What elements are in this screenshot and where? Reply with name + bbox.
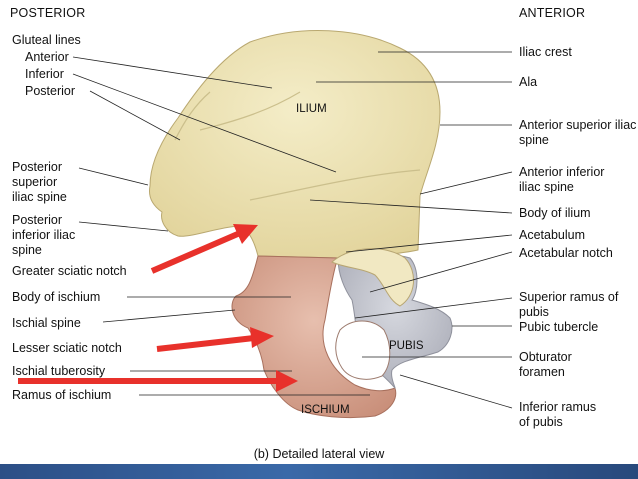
- label-obturator-foramen: Obturator foramen: [519, 350, 589, 380]
- leader-ischial-spine: [103, 310, 235, 322]
- label-body-of-ilium: Body of ilium: [519, 206, 591, 221]
- header-posterior: POSTERIOR: [10, 6, 85, 20]
- label-anterior-inferior-iliac-spine: Anterior inferior iliac spine: [519, 165, 629, 195]
- region-label-ilium: ILIUM: [296, 103, 327, 115]
- obturator-hole: [336, 321, 390, 379]
- label-gluteal-lines: Gluteal lines: [12, 33, 81, 48]
- arrow-lesser-sciatic-notch: [157, 327, 274, 349]
- label-acetabulum: Acetabulum: [519, 228, 585, 243]
- label-gluteal-posterior: Posterior: [25, 84, 75, 99]
- label-gluteal-anterior: Anterior: [25, 50, 69, 65]
- footer-band: [0, 464, 638, 479]
- header-anterior: ANTERIOR: [519, 6, 585, 20]
- region-label-pubis: PUBIS: [389, 340, 424, 352]
- label-gluteal-inferior: Inferior: [25, 67, 64, 82]
- label-ischial-tuberosity: Ischial tuberosity: [12, 364, 105, 379]
- region-label-ischium: ISCHIUM: [301, 404, 350, 416]
- leader-inferior-ramus: [400, 375, 512, 408]
- label-posterior-inferior-iliac-spine: Posterior inferior iliac spine: [12, 213, 78, 258]
- figure-caption: (b) Detailed lateral view: [0, 447, 638, 461]
- label-ala: Ala: [519, 75, 537, 90]
- label-inferior-ramus-of-pubis: Inferior ramus of pubis: [519, 400, 609, 430]
- leader-psis: [79, 168, 148, 185]
- label-iliac-crest: Iliac crest: [519, 45, 572, 60]
- label-lesser-sciatic-notch: Lesser sciatic notch: [12, 341, 122, 356]
- label-posterior-superior-iliac-spine: Posterior superior iliac spine: [12, 160, 82, 205]
- leader-piis: [79, 222, 168, 231]
- leader-posterior: [90, 91, 180, 140]
- label-pubic-tubercle: Pubic tubercle: [519, 320, 598, 335]
- label-body-of-ischium: Body of ischium: [12, 290, 100, 305]
- label-ischial-spine: Ischial spine: [12, 316, 81, 331]
- label-greater-sciatic-notch: Greater sciatic notch: [12, 264, 127, 279]
- label-superior-ramus-of-pubis: Superior ramus of pubis: [519, 290, 629, 320]
- ilium-shape: [150, 31, 441, 258]
- leader-aiis: [420, 172, 512, 194]
- label-acetabular-notch: Acetabular notch: [519, 246, 613, 261]
- label-ramus-of-ischium: Ramus of ischium: [12, 388, 111, 403]
- label-anterior-superior-iliac-spine: Anterior superior iliac spine: [519, 118, 637, 148]
